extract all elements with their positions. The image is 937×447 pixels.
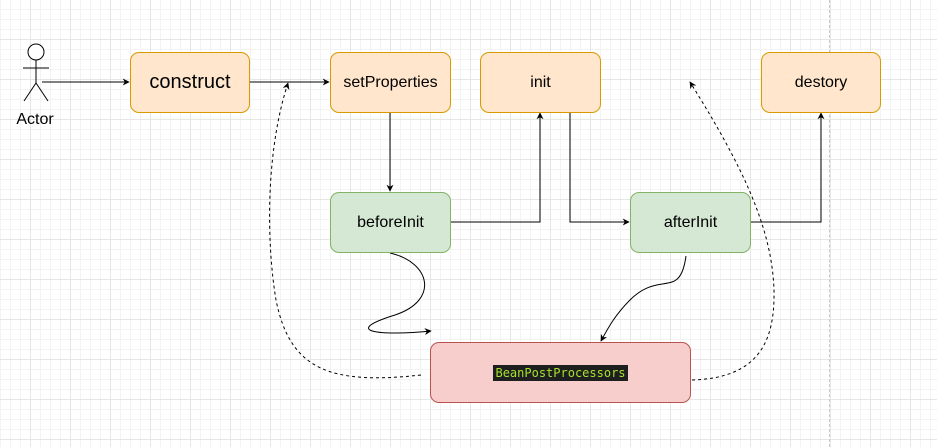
actor-label: Actor <box>16 111 54 128</box>
node-init[interactable]: init <box>480 52 601 113</box>
edge-afterinit-processors <box>600 255 687 342</box>
bean-post-processors-label: BeanPostProcessors <box>493 364 628 381</box>
node-construct[interactable]: construct <box>130 52 250 113</box>
edge-afterinit-destroy <box>751 112 825 223</box>
page-break-line <box>829 0 830 447</box>
edge-processors-construct-loop <box>269 82 422 379</box>
node-set-properties[interactable]: setProperties <box>330 52 451 113</box>
edge-processors-init-loop <box>689 81 775 381</box>
node-before-init[interactable]: beforeInit <box>330 192 451 253</box>
node-bean-post-processors[interactable]: BeanPostProcessors <box>430 342 691 403</box>
node-destroy[interactable]: destory <box>761 52 881 113</box>
node-after-init[interactable]: afterInit <box>630 192 751 253</box>
edge-beforeinit-init <box>451 112 544 223</box>
edge-init-afterinit <box>569 113 630 226</box>
edge-beforeinit-processors <box>368 252 432 336</box>
actor-icon <box>23 43 49 102</box>
